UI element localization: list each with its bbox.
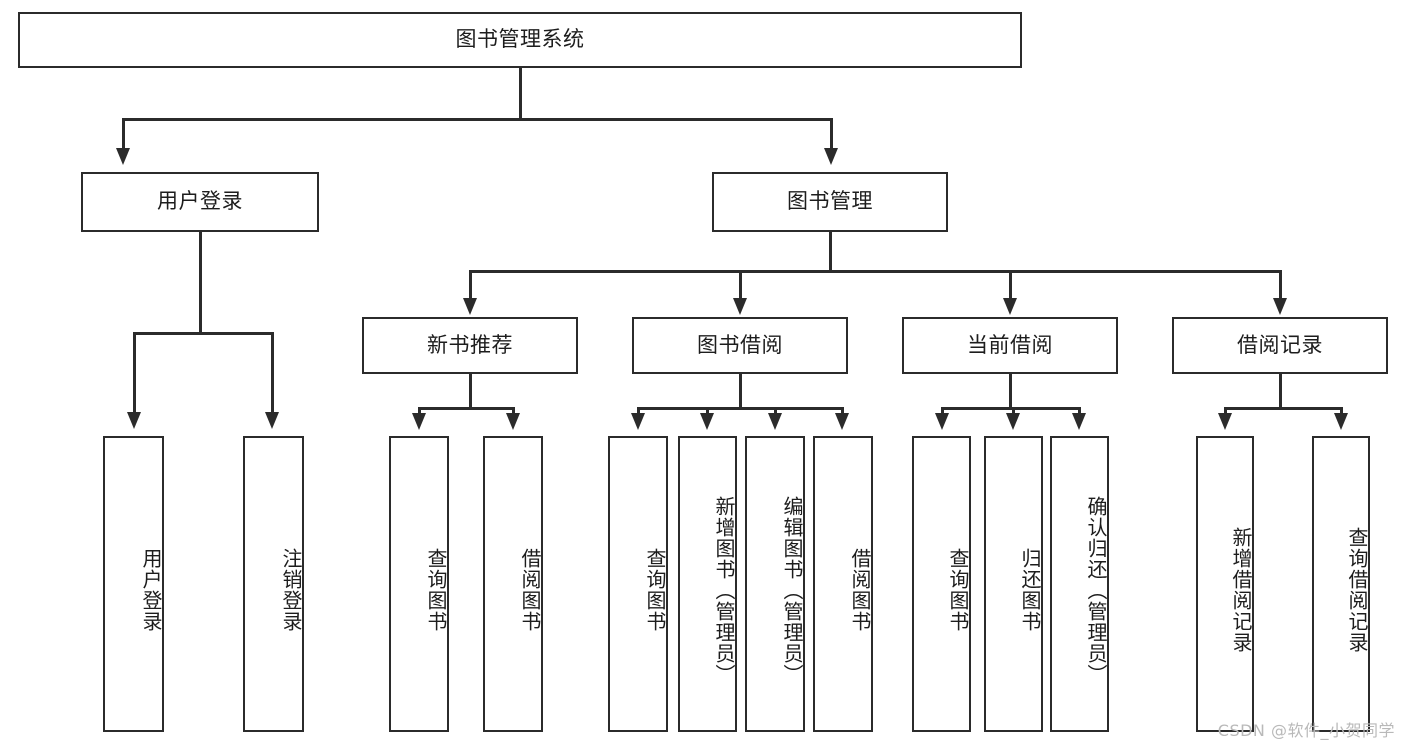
arrow-to-leaf-query-book-nb (412, 413, 426, 430)
arrow-to-leaf-query-book-bb (631, 413, 645, 430)
node-current-borrow[interactable]: 当前借阅 (902, 317, 1118, 374)
node-label: 图书借阅 (697, 332, 783, 357)
arrow-to-leaf-edit-book (768, 413, 782, 430)
arrow-to-leaf-logout (265, 412, 279, 429)
arrow-to-leaf-query-borrow-record (1334, 413, 1348, 430)
leaf-return-book[interactable]: 归还图书 (984, 436, 1043, 732)
arrow-to-book-management (824, 148, 838, 165)
edge-current-borrow-stem (1009, 374, 1012, 409)
node-label: 新增借阅记录 (1229, 527, 1253, 653)
edge-user-login-stem (199, 232, 202, 334)
node-book-management[interactable]: 图书管理 (712, 172, 948, 232)
node-user-login[interactable]: 用户登录 (81, 172, 319, 232)
edge-bb-branch-3 (774, 407, 777, 415)
node-book-borrow[interactable]: 图书借阅 (632, 317, 848, 374)
edge-bb-branch-1 (637, 407, 640, 415)
node-label: 查询图书 (946, 548, 970, 632)
node-label: 图书管理系统 (455, 27, 585, 52)
arrow-to-borrow-record (1273, 298, 1287, 315)
edge-current-borrow-bus (941, 407, 1080, 410)
arrow-to-user-login (116, 148, 130, 165)
leaf-add-book-admin[interactable]: 新增图书（管理员） (678, 436, 737, 732)
leaf-query-borrow-record[interactable]: 查询借阅记录 (1312, 436, 1370, 732)
edge-root-to-user-login (122, 118, 125, 150)
edge-cb-branch-2 (1012, 407, 1015, 415)
edge-new-book-branch-1 (418, 407, 421, 415)
edge-bb-branch-2 (706, 407, 709, 415)
leaf-logout[interactable]: 注销登录 (243, 436, 304, 732)
edge-borrow-record-stem (1279, 374, 1282, 409)
edge-borrow-record-bus (1224, 407, 1342, 410)
node-label: 新增图书（管理员） (712, 495, 736, 685)
node-new-book-recommend[interactable]: 新书推荐 (362, 317, 578, 374)
leaf-query-book-current[interactable]: 查询图书 (912, 436, 971, 732)
leaf-add-borrow-record[interactable]: 新增借阅记录 (1196, 436, 1254, 732)
edge-br-branch-1 (1224, 407, 1227, 415)
node-label: 确认归还（管理员） (1084, 495, 1108, 685)
edge-root-bus (122, 118, 832, 121)
node-label: 图书管理 (787, 189, 873, 214)
node-label: 借阅图书 (848, 548, 872, 632)
leaf-borrow-book[interactable]: 借阅图书 (813, 436, 873, 732)
edge-root-stem (519, 68, 522, 120)
edge-new-book-bus (418, 407, 514, 410)
arrow-to-leaf-borrow-book-bb (835, 413, 849, 430)
arrow-to-leaf-add-borrow-record (1218, 413, 1232, 430)
edge-bm-branch-record (1279, 270, 1282, 300)
node-label: 用户登录 (157, 189, 243, 214)
leaf-edit-book-admin[interactable]: 编辑图书（管理员） (745, 436, 805, 732)
csdn-watermark: CSDN @软件_小贺同学 (1217, 721, 1395, 740)
leaf-borrow-book-new-recommend[interactable]: 借阅图书 (483, 436, 543, 732)
edge-root-to-book-management (830, 118, 833, 150)
arrow-to-new-book-recommend (463, 298, 477, 315)
arrow-to-book-borrow (733, 298, 747, 315)
arrow-to-leaf-add-book (700, 413, 714, 430)
node-label: 新书推荐 (427, 332, 513, 357)
node-label: 借阅图书 (518, 548, 542, 632)
node-label: 用户登录 (139, 548, 163, 632)
edge-book-management-stem (829, 232, 832, 272)
arrow-to-leaf-query-book-cb (935, 413, 949, 430)
node-label: 借阅记录 (1237, 332, 1323, 357)
leaf-confirm-return-admin[interactable]: 确认归还（管理员） (1050, 436, 1109, 732)
edge-bm-branch-borrow (739, 270, 742, 300)
leaf-query-book-new-recommend[interactable]: 查询图书 (389, 436, 449, 732)
node-root-book-management-system[interactable]: 图书管理系统 (18, 12, 1022, 68)
arrow-to-leaf-confirm-return (1072, 413, 1086, 430)
edge-cb-branch-3 (1078, 407, 1081, 415)
leaf-query-book-borrow[interactable]: 查询图书 (608, 436, 668, 732)
node-label: 归还图书 (1018, 548, 1042, 632)
edge-book-management-bus (469, 270, 1281, 273)
edge-cb-branch-1 (941, 407, 944, 415)
leaf-user-login[interactable]: 用户登录 (103, 436, 164, 732)
node-label: 查询图书 (643, 548, 667, 632)
edge-bm-branch-new-book (469, 270, 472, 300)
edge-book-borrow-stem (739, 374, 742, 409)
edge-new-book-branch-2 (512, 407, 515, 415)
node-label: 当前借阅 (967, 332, 1053, 357)
arrow-to-current-borrow (1003, 298, 1017, 315)
edge-br-branch-2 (1340, 407, 1343, 415)
arrow-to-leaf-borrow-book-nb (506, 413, 520, 430)
edge-book-borrow-bus (637, 407, 843, 410)
edge-bm-branch-current (1009, 270, 1012, 300)
node-label: 查询图书 (424, 548, 448, 632)
node-borrow-record[interactable]: 借阅记录 (1172, 317, 1388, 374)
node-label: 查询借阅记录 (1345, 527, 1369, 653)
node-label: 编辑图书（管理员） (780, 495, 804, 685)
edge-user-login-branch-1 (133, 332, 136, 414)
arrow-to-leaf-user-login (127, 412, 141, 429)
node-label: 注销登录 (279, 548, 303, 632)
edge-bb-branch-4 (841, 407, 844, 415)
edge-user-login-bus (133, 332, 273, 335)
edge-user-login-branch-2 (271, 332, 274, 414)
arrow-to-leaf-return-book (1006, 413, 1020, 430)
edge-new-book-stem (469, 374, 472, 409)
